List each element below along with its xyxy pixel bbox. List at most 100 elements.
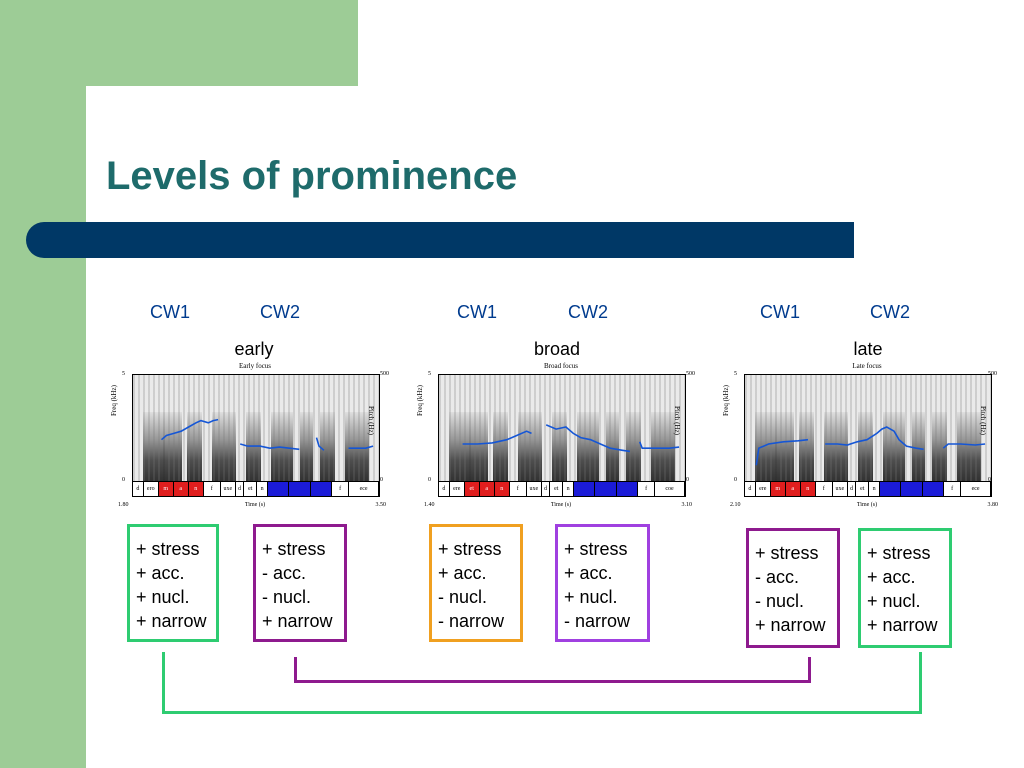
broad-cw1-label: CW1 <box>457 302 497 322</box>
broad-cw1-features-box: + stress + acc. - nucl. - narrow <box>429 524 523 642</box>
segment-cell <box>310 482 333 496</box>
spectrogram-energy-band <box>270 412 293 481</box>
feature-nuclear: - nucl. <box>438 587 488 607</box>
y-left-min: 0 <box>734 477 737 483</box>
spectrogram-energy-band <box>517 412 543 481</box>
segment-cell <box>289 482 311 496</box>
y-axis-right-label: Pitch (Hz) <box>673 406 682 435</box>
segment-cell: f <box>332 482 350 496</box>
late-cw2-features-box: + stress + acc. + nucl. + narrow <box>858 528 952 648</box>
x-min: 1.40 <box>424 502 435 508</box>
segment-cell <box>574 482 596 496</box>
feature-stress: + stress <box>755 543 819 563</box>
segment-cell: m <box>770 482 786 496</box>
segment-cell: f <box>204 482 221 496</box>
feature-nuclear: - nucl. <box>755 591 805 611</box>
early-condition-label: early <box>234 339 274 359</box>
feature-accent: + acc. <box>867 567 916 587</box>
y-left-max: 5 <box>122 371 125 377</box>
x-axis-label: Time (s) <box>856 502 878 508</box>
y-left-min: 0 <box>428 477 431 483</box>
feature-stress: + stress <box>262 539 326 559</box>
x-min: 2.10 <box>730 502 741 508</box>
segment-cell: f <box>816 482 833 496</box>
segment-cell: d <box>133 482 144 496</box>
spectrogram-title: Late focus <box>852 362 882 370</box>
feature-narrow: - narrow <box>564 611 631 631</box>
feature-narrow: + narrow <box>755 615 826 635</box>
segment-cell <box>922 482 945 496</box>
segment-cell: et <box>856 482 870 496</box>
feature-nuclear: - nucl. <box>262 587 312 607</box>
segment-cell: d <box>236 482 245 496</box>
spectrogram-energy-band <box>774 412 795 481</box>
segment-cell: n <box>563 482 574 496</box>
y-right-min: 0 <box>686 477 689 483</box>
segment-cell: et <box>464 482 480 496</box>
y-left-min: 0 <box>122 477 125 483</box>
segment-cell: ere <box>450 482 465 496</box>
segment-cell: n <box>188 482 204 496</box>
segment-cell <box>595 482 617 496</box>
y-left-max: 5 <box>734 371 737 377</box>
segment-cell: f <box>638 482 656 496</box>
spectrogram-energy-band <box>799 412 814 481</box>
feature-stress: + stress <box>136 539 200 559</box>
spectrogram-energy-band <box>882 412 905 481</box>
feature-narrow: - narrow <box>438 611 505 631</box>
segment-cell: ere <box>756 482 771 496</box>
decor-green-left <box>0 0 86 768</box>
spectrogram-image <box>132 374 380 482</box>
y-axis-right-label: Pitch (Hz) <box>979 406 988 435</box>
y-right-min: 0 <box>380 477 383 483</box>
feature-accent: - acc. <box>262 563 307 583</box>
spectrogram-title: Broad focus <box>543 362 579 370</box>
feature-accent: + acc. <box>438 563 487 583</box>
segment-cell: uxe <box>221 482 236 496</box>
pitch-line <box>160 418 374 451</box>
spectrogram-energy-band <box>754 412 777 481</box>
spectrogram-image <box>438 374 686 482</box>
spectrogram-energy-band <box>448 412 471 481</box>
feature-accent: - acc. <box>755 567 800 587</box>
slide-title: Levels of prominence <box>106 154 518 198</box>
late-cw1-features-box: + stress - acc. - nucl. + narrow <box>746 528 840 648</box>
early-cw2-label: CW2 <box>260 302 300 322</box>
y-right-min: 0 <box>988 477 991 483</box>
connector-early-cw1-late-cw2 <box>162 652 922 714</box>
spectrogram-title: Early focus <box>238 362 272 370</box>
feature-nuclear: + nucl. <box>564 587 618 607</box>
decor-corner <box>86 86 146 146</box>
segment-cell: uxe <box>833 482 848 496</box>
x-axis-label: Time (s) <box>550 502 572 508</box>
early-cw2-features-box: + stress - acc. - nucl. + narrow <box>253 524 347 642</box>
segment-cell: et <box>244 482 258 496</box>
spectrogram-energy-band <box>956 412 982 481</box>
segment-cell <box>901 482 923 496</box>
segment-cell: et <box>550 482 564 496</box>
spectrogram-energy-band <box>650 412 676 481</box>
y-right-max: 500 <box>988 371 997 377</box>
y-right-max: 500 <box>686 371 695 377</box>
spectrogram-energy-band <box>606 412 619 481</box>
segment-cell: m <box>158 482 174 496</box>
pitch-line <box>755 426 986 466</box>
feature-accent: + acc. <box>564 563 613 583</box>
segment-cell: f <box>510 482 527 496</box>
segment-cell: n <box>800 482 816 496</box>
x-max: 3.10 <box>681 502 693 508</box>
spectrogram-energy-band <box>300 412 313 481</box>
segment-cell: ero <box>144 482 159 496</box>
segment-cell: d <box>439 482 450 496</box>
x-axis-label: Time (s) <box>244 502 266 508</box>
late-cw2-label: CW2 <box>870 302 910 322</box>
y-axis-left-label: Freq (kHz) <box>416 385 424 416</box>
early-cw1-features-box: + stress + acc. + nucl. + narrow <box>127 524 219 642</box>
feature-stress: + stress <box>867 543 931 563</box>
spectrogram-energy-band <box>493 412 508 481</box>
early-spectrogram: Early focus Freq (kHz) Pitch (Hz) 5 0 50… <box>110 362 392 514</box>
feature-nuclear: + nucl. <box>136 587 190 607</box>
segment-cell: ece <box>349 482 379 496</box>
